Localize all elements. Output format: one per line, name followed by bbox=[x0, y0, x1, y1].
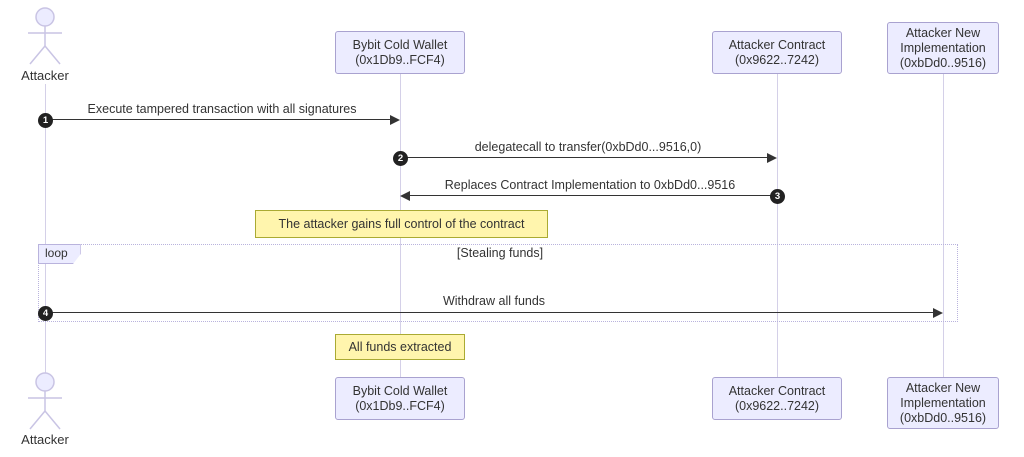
participant-attacker-contract-top: Attacker Contract (0x9622..7242) bbox=[712, 31, 842, 74]
actor-attacker-bottom-label: Attacker bbox=[21, 432, 69, 447]
message-4-label: Withdraw all funds bbox=[442, 294, 546, 308]
message-1-line bbox=[45, 119, 391, 120]
message-2-line bbox=[400, 157, 768, 158]
actor-attacker-top-label: Attacker bbox=[21, 68, 69, 83]
participant-contract-name: Attacker Contract bbox=[728, 37, 826, 52]
sequence-number-4: 4 bbox=[38, 306, 53, 321]
participant-impl-address: (0xbDd0..9516) bbox=[899, 410, 987, 425]
note-funds-extracted: All funds extracted bbox=[335, 334, 465, 360]
participant-impl-name-1: Attacker New bbox=[905, 380, 981, 395]
sequence-number-2: 2 bbox=[393, 151, 408, 166]
participant-bybit-top: Bybit Cold Wallet (0x1Db9..FCF4) bbox=[335, 31, 465, 74]
participant-attacker-new-impl-top: Attacker New Implementation (0xbDd0..951… bbox=[887, 22, 999, 74]
participant-impl-name-2: Implementation bbox=[900, 40, 986, 55]
actor-attacker-top-icon bbox=[20, 6, 70, 73]
arrow-right-icon bbox=[767, 153, 777, 163]
lifeline-attacker-new-implementation bbox=[943, 74, 944, 377]
message-3-line bbox=[410, 195, 777, 196]
participant-bybit-name: Bybit Cold Wallet bbox=[352, 383, 448, 398]
arrow-right-icon bbox=[390, 115, 400, 125]
sequence-number-3: 3 bbox=[770, 189, 785, 204]
lifeline-attacker-contract bbox=[777, 74, 778, 377]
loop-condition: [Stealing funds] bbox=[456, 246, 544, 260]
message-4-line bbox=[45, 312, 933, 313]
participant-impl-name-2: Implementation bbox=[900, 395, 986, 410]
sequence-number-1: 1 bbox=[38, 113, 53, 128]
participant-bybit-address: (0x1Db9..FCF4) bbox=[355, 52, 445, 67]
participant-attacker-contract-bottom: Attacker Contract (0x9622..7242) bbox=[712, 377, 842, 420]
participant-bybit-bottom: Bybit Cold Wallet (0x1Db9..FCF4) bbox=[335, 377, 465, 420]
message-3-label: Replaces Contract Implementation to 0xbD… bbox=[444, 178, 736, 192]
message-1-label: Execute tampered transaction with all si… bbox=[87, 102, 357, 116]
participant-bybit-address: (0x1Db9..FCF4) bbox=[355, 398, 445, 413]
message-2-label: delegatecall to transfer(0xbDd0...9516,0… bbox=[474, 140, 702, 154]
note-full-control: The attacker gains full control of the c… bbox=[255, 210, 548, 238]
participant-bybit-name: Bybit Cold Wallet bbox=[352, 37, 448, 52]
participant-contract-address: (0x9622..7242) bbox=[734, 398, 820, 413]
participant-impl-address: (0xbDd0..9516) bbox=[899, 55, 987, 70]
participant-attacker-new-impl-bottom: Attacker New Implementation (0xbDd0..951… bbox=[887, 377, 999, 429]
actor-attacker-bottom-icon bbox=[20, 371, 70, 438]
loop-frame bbox=[38, 244, 958, 322]
lifeline-attacker bbox=[45, 84, 46, 374]
participant-contract-name: Attacker Contract bbox=[728, 383, 826, 398]
arrow-left-icon bbox=[400, 191, 410, 201]
arrow-right-icon bbox=[933, 308, 943, 318]
participant-impl-name-1: Attacker New bbox=[905, 25, 981, 40]
participant-contract-address: (0x9622..7242) bbox=[734, 52, 820, 67]
loop-label: loop bbox=[38, 244, 81, 264]
